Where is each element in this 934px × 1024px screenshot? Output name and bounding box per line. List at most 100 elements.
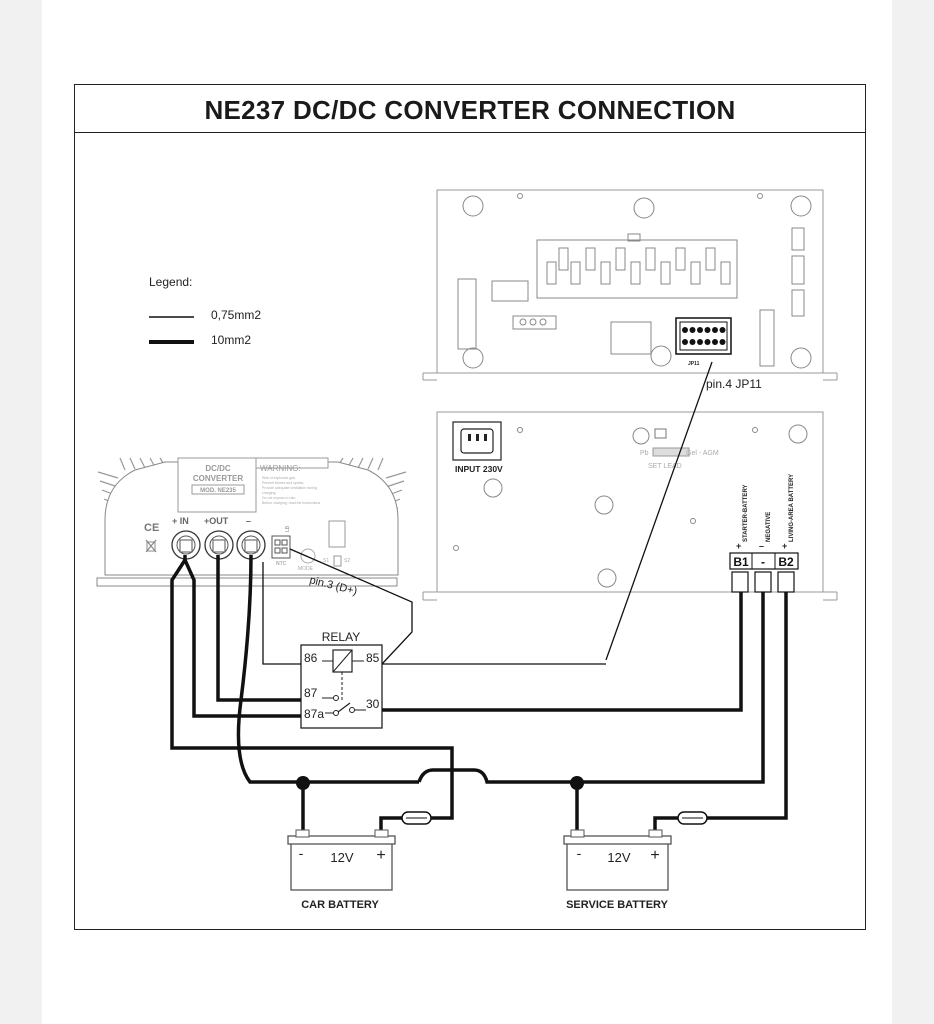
- relay-pin-85: 85: [366, 651, 380, 665]
- terminal-negative-sign: –: [759, 541, 764, 551]
- wire-negative-bus-right: [417, 592, 765, 784]
- converter-name-line1: DC/DC: [205, 464, 231, 473]
- converter-name-line2: CONVERTER: [193, 474, 243, 483]
- charger-top-view: [422, 189, 838, 381]
- page-title: NE237 DC/DC CONVERTER CONNECTION: [204, 95, 736, 125]
- jp11-pin: [697, 339, 703, 345]
- relay-pin-87: 87: [304, 686, 318, 700]
- wire-in-87a: [183, 555, 301, 718]
- wire-negative-bus-left: [236, 554, 419, 784]
- heatsink-fin: [119, 457, 126, 471]
- jp11-pin: [689, 327, 696, 333]
- heatsink-fin: [367, 457, 374, 470]
- relay-pin-30: 30: [366, 697, 380, 711]
- mode-label: MODE: [298, 566, 314, 572]
- heatsink-fin: [97, 471, 119, 479]
- jp11-pin: [682, 327, 688, 333]
- jp11-pin: [682, 339, 688, 345]
- wire-d-plus: [289, 548, 413, 665]
- heatsink-fin: [377, 457, 384, 471]
- relay: RELAY 86 85 87 87a 30: [300, 630, 383, 729]
- junction-car-negative: [296, 776, 310, 790]
- heatsink-fin: [385, 480, 405, 488]
- lb-label: LB: [285, 525, 291, 532]
- warning-line-6: Before charging, read the instructions.: [262, 501, 321, 505]
- jp11-pin: [704, 339, 711, 345]
- s1-label: S1: [323, 558, 329, 564]
- relay-pin-86: 86: [304, 651, 318, 665]
- negative-caption: NEGATIVE: [766, 512, 772, 542]
- legend-heading: Legend:: [149, 275, 192, 289]
- terminal-b2: B2: [778, 555, 794, 569]
- converter-model: MOD. NE235: [200, 488, 236, 494]
- wire-relay-30-b1: [382, 592, 743, 712]
- wire-service-plus-terminal: [653, 816, 678, 834]
- jp11-connector: JP11: [675, 317, 732, 367]
- jp11-pin: [704, 327, 711, 333]
- junction-service-negative: [570, 776, 584, 790]
- warning-title: WARNING:: [260, 464, 301, 473]
- ntc-label: NTC: [276, 561, 287, 567]
- service-battery-voltage: 12V: [607, 850, 630, 865]
- car-battery-label: CAR BATTERY: [301, 899, 379, 911]
- ce-mark: CE: [144, 522, 159, 534]
- service-battery-plus: +: [650, 847, 659, 864]
- heatsink-fin: [129, 457, 136, 470]
- s2-label: S2: [344, 558, 350, 564]
- service-battery-minus: -: [577, 845, 582, 861]
- service-battery: - + 12V SERVICE BATTERY: [563, 829, 672, 911]
- jp11-pin: [712, 339, 718, 345]
- title-bar: NE237 DC/DC CONVERTER CONNECTION: [75, 85, 865, 133]
- jp11-pin: [689, 339, 696, 345]
- dcdc-converter: DC/DC CONVERTER MOD. NE235 WARNING: Risk…: [96, 457, 407, 587]
- heatsink-fin: [139, 457, 146, 469]
- jp11-pin: [719, 327, 726, 333]
- charger-front-view: INPUT 230V Pb Gel - AGM SET LEAD STARTER…: [422, 411, 838, 601]
- warning-line-3: Provide adequate ventilation during: [262, 486, 317, 490]
- wire-relay-86: [262, 562, 301, 665]
- legend-thin-label: 0,75mm2: [211, 308, 261, 322]
- switch-pb-label: Pb: [640, 450, 649, 457]
- car-battery: - + 12V CAR BATTERY: [287, 829, 396, 911]
- diagram-frame: NE237 DC/DC CONVERTER CONNECTION: [74, 84, 866, 930]
- port-label-out: +OUT: [204, 516, 229, 526]
- starter-battery-caption: STARTER-BATTERY: [743, 484, 749, 542]
- jp11-pin: [697, 327, 703, 333]
- wire-out-87: [216, 555, 301, 702]
- port-label-in: + IN: [172, 516, 189, 526]
- heatsink-fin: [385, 471, 407, 479]
- legend-thick-label: 10mm2: [211, 333, 251, 347]
- warning-line-5: Do not expose to rain,: [262, 496, 296, 500]
- warning-line-1: Risk of explosive gas,: [262, 476, 296, 480]
- relay-title: RELAY: [322, 630, 360, 644]
- car-battery-plus: +: [376, 847, 385, 864]
- port-label-neg: –: [246, 516, 251, 526]
- warning-line-4: charging,: [262, 491, 276, 495]
- jp11-label: JP11: [688, 361, 700, 367]
- relay-pin-87a: 87a: [304, 707, 324, 721]
- service-battery-label: SERVICE BATTERY: [566, 899, 669, 911]
- car-battery-voltage: 12V: [330, 850, 353, 865]
- heatsink-fin: [357, 457, 364, 469]
- wire-in-car-plus: [170, 559, 454, 778]
- switch-gel-agm-label: Gel - AGM: [686, 450, 719, 457]
- living-area-battery-caption: LIVING-AREA BATTERY: [789, 474, 795, 542]
- terminal-b1: B1: [733, 555, 749, 569]
- terminal-b2-sign: +: [782, 541, 787, 551]
- jp11-pin: [712, 327, 718, 333]
- switch-set-lead-label: SET LEAD: [648, 463, 682, 470]
- pin4-annotation: pin.4 JP11: [706, 377, 762, 391]
- wire-jp11-pin4: [605, 361, 713, 661]
- wire-b2-fuse: [707, 592, 788, 820]
- wire-car-plus-fuse: [431, 778, 454, 820]
- legend: Legend: 0,75mm2 10mm2: [149, 275, 261, 347]
- wiring: [170, 361, 788, 834]
- warning-line-2: Prevent flames and sparks,: [262, 481, 304, 485]
- terminal-negative: -: [761, 555, 765, 569]
- terminal-b1-sign: +: [736, 541, 741, 551]
- wire-car-plus-terminal: [379, 816, 402, 834]
- input-230v-label: INPUT 230V: [455, 464, 503, 474]
- car-battery-minus: -: [299, 845, 304, 861]
- jp11-pin: [719, 339, 726, 345]
